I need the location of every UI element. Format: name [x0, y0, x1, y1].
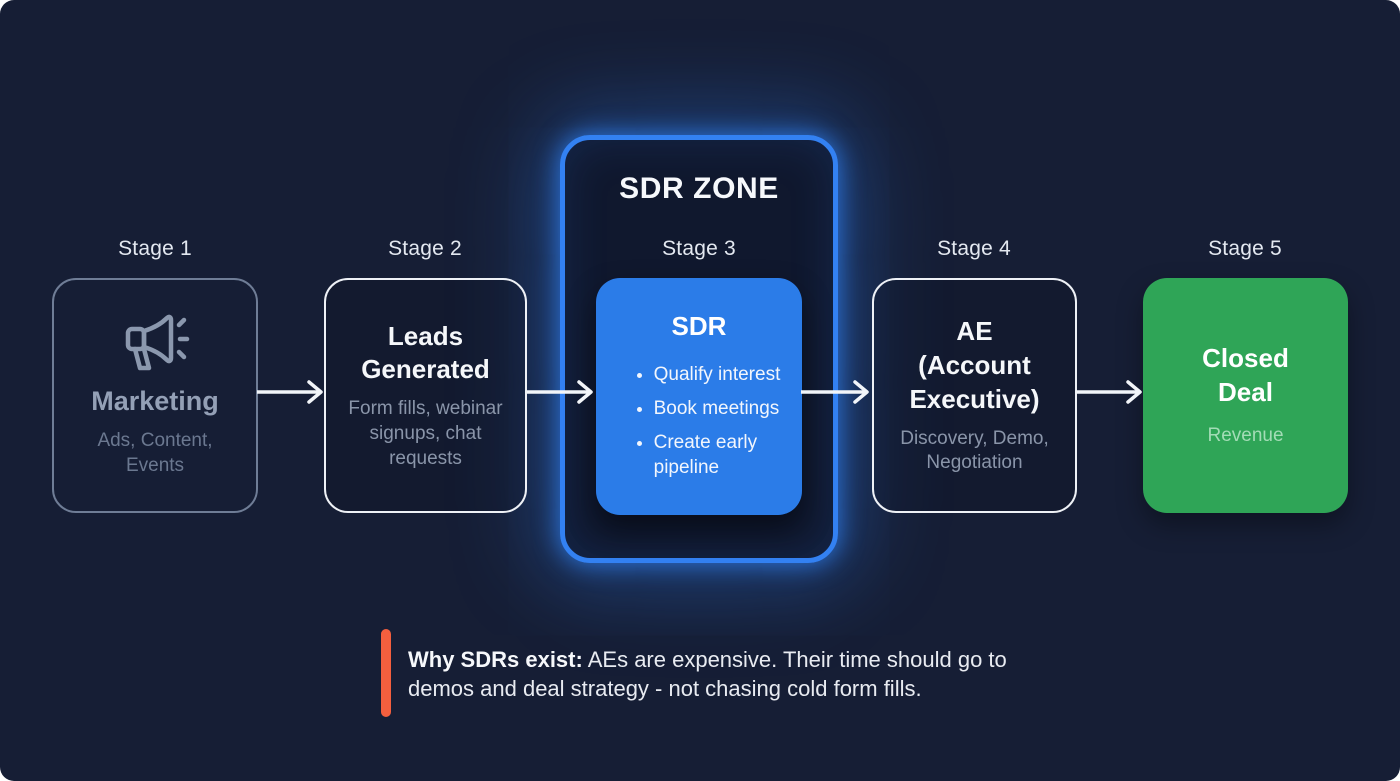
marketing-card: Marketing Ads, Content, Events [52, 278, 258, 513]
flow-arrow-icon [257, 380, 323, 404]
flow-arrow-icon [801, 380, 869, 404]
sdr-task-item: Create early pipeline [654, 430, 774, 480]
closed-deal-subtitle: Revenue [1207, 424, 1284, 446]
leads-generated-title: Leads Generated [361, 320, 490, 385]
sdr-task-item: Qualify interest [654, 362, 781, 387]
ae-subtitle: Discovery, Demo, Negotiation [900, 427, 1049, 474]
flow-arrow-icon [527, 380, 593, 404]
stage-5-label: Stage 5 [1208, 237, 1282, 260]
sdr-task-list: Qualify interest Book meetings Create ea… [618, 362, 781, 489]
closed-deal-card: Closed Deal Revenue [1143, 278, 1348, 513]
flow-arrow-icon [1076, 380, 1142, 404]
megaphone-icon [125, 314, 190, 371]
why-sdrs-note: Why SDRs exist: AEs are expensive. Their… [408, 645, 1023, 703]
leads-generated-card: Leads Generated Form fills, webinar sign… [324, 278, 527, 513]
marketing-subtitle: Ads, Content, Events [97, 430, 213, 477]
note-label: Why SDRs exist: [408, 647, 583, 672]
stage-4-label: Stage 4 [937, 237, 1011, 260]
sdr-card: SDR Qualify interest Book meetings Creat… [596, 278, 802, 515]
ae-card: AE (Account Executive) Discovery, Demo, … [872, 278, 1077, 513]
note-body: AEs are expensive. Their time should go … [408, 647, 1007, 701]
sdr-title: SDR [671, 311, 727, 341]
ae-title: AE (Account Executive) [909, 316, 1040, 414]
leads-generated-subtitle: Form fills, webinar signups, chat reques… [348, 398, 503, 469]
sdr-task-item: Book meetings [654, 396, 781, 421]
note-accent-bar [381, 629, 391, 717]
stage-3-label: Stage 3 [662, 237, 736, 260]
sdr-zone-title: SDR ZONE [619, 172, 779, 205]
stage-1-label: Stage 1 [118, 237, 192, 260]
marketing-title: Marketing [91, 386, 219, 417]
stage-2-label: Stage 2 [388, 237, 462, 260]
closed-deal-title: Closed Deal [1202, 343, 1289, 408]
